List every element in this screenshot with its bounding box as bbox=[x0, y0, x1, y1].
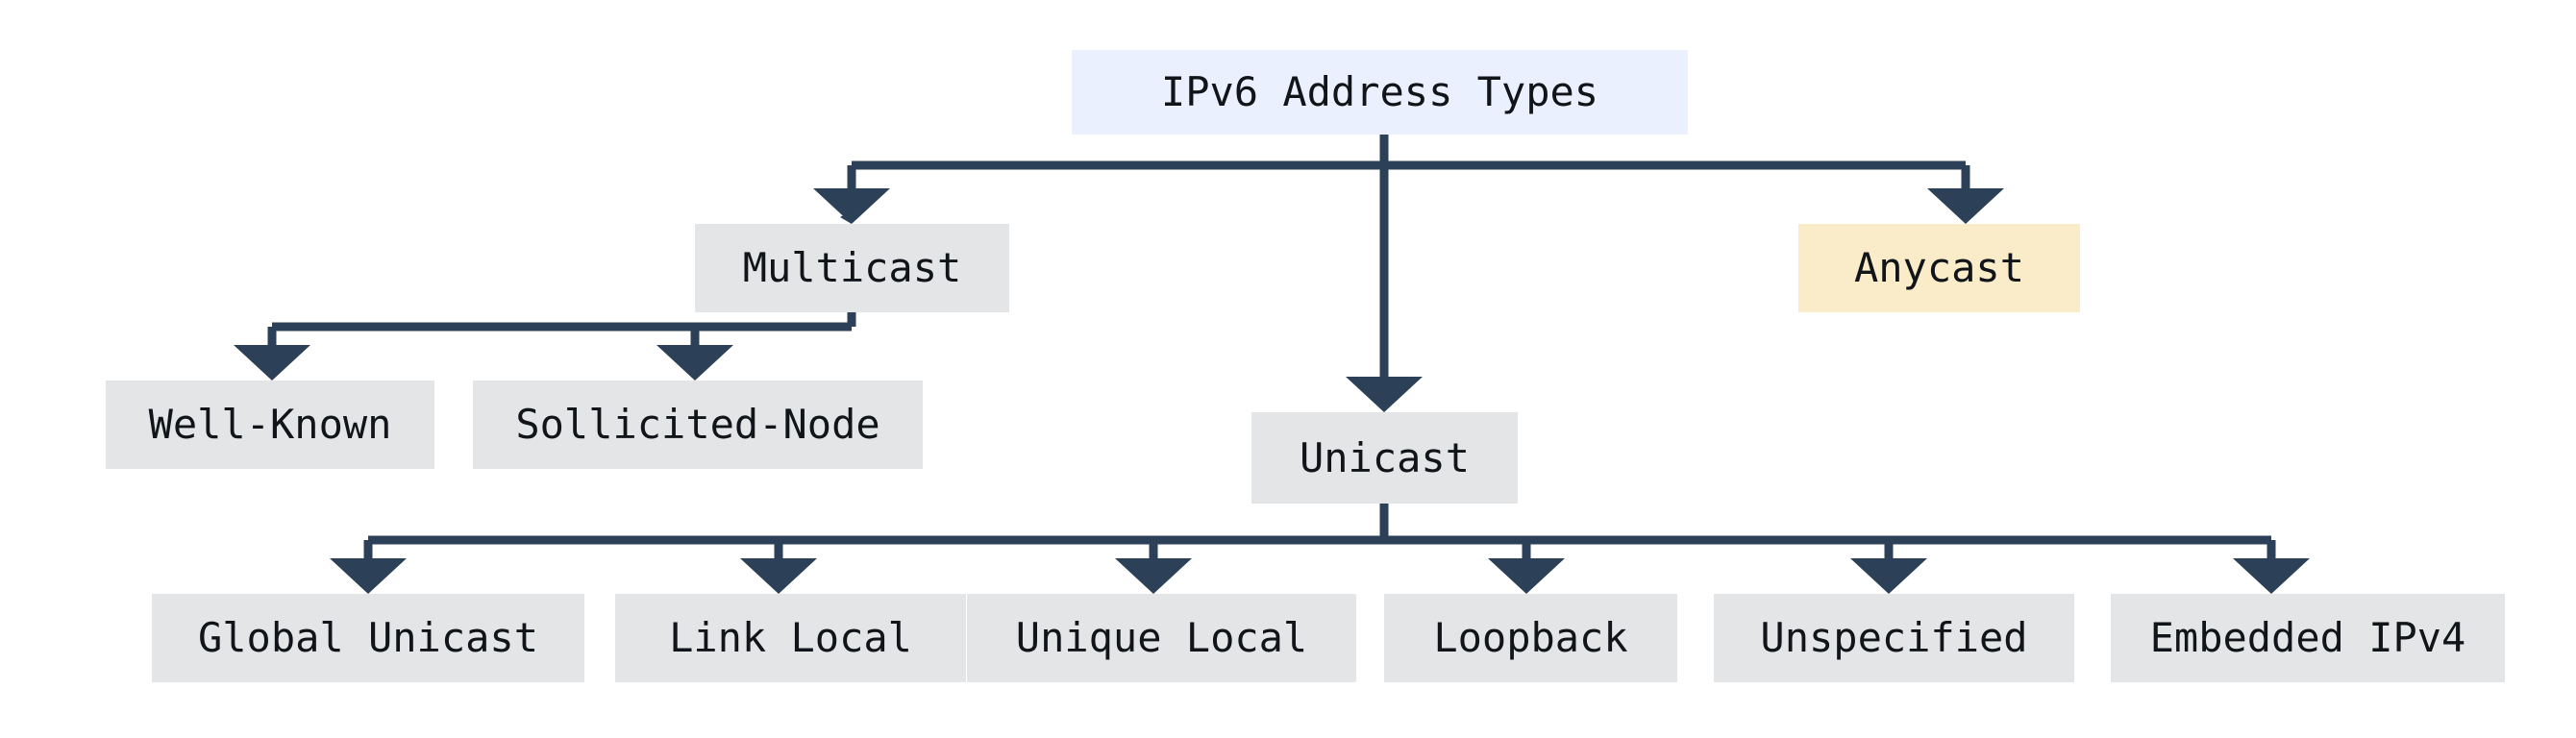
node-label: IPv6 Address Types bbox=[1160, 68, 1599, 115]
node-unicast[interactable]: Unicast bbox=[1251, 412, 1518, 504]
node-label: Link Local bbox=[669, 614, 912, 661]
node-unspecified[interactable]: Unspecified bbox=[1714, 594, 2074, 682]
node-well-known[interactable]: Well-Known bbox=[106, 381, 434, 469]
node-unique-local[interactable]: Unique Local bbox=[967, 594, 1356, 682]
node-link-local[interactable]: Link Local bbox=[615, 594, 966, 682]
node-label: Unspecified bbox=[1760, 614, 2028, 661]
node-label: Loopback bbox=[1433, 614, 1628, 661]
node-global-unicast[interactable]: Global Unicast bbox=[152, 594, 584, 682]
node-loopback[interactable]: Loopback bbox=[1384, 594, 1677, 682]
node-label: Embedded IPv4 bbox=[2149, 614, 2466, 661]
node-embedded-ipv4[interactable]: Embedded IPv4 bbox=[2111, 594, 2505, 682]
node-label: Anycast bbox=[1853, 244, 2024, 291]
node-root-ipv6-address-types[interactable]: IPv6 Address Types bbox=[1072, 50, 1688, 135]
node-label: Sollicited-Node bbox=[515, 401, 880, 448]
node-multicast[interactable]: Multicast bbox=[695, 224, 1009, 312]
node-label: Global Unicast bbox=[197, 614, 538, 661]
node-label: Unique Local bbox=[1015, 614, 1308, 661]
node-label: Multicast bbox=[742, 244, 962, 291]
node-label: Unicast bbox=[1299, 433, 1470, 481]
node-anycast[interactable]: Anycast bbox=[1798, 224, 2080, 312]
node-sollicited-node[interactable]: Sollicited-Node bbox=[473, 381, 923, 469]
edge-multicast-to-children bbox=[267, 312, 856, 374]
node-label: Well-Known bbox=[148, 401, 392, 448]
edge-unicast-to-children bbox=[363, 504, 2276, 587]
